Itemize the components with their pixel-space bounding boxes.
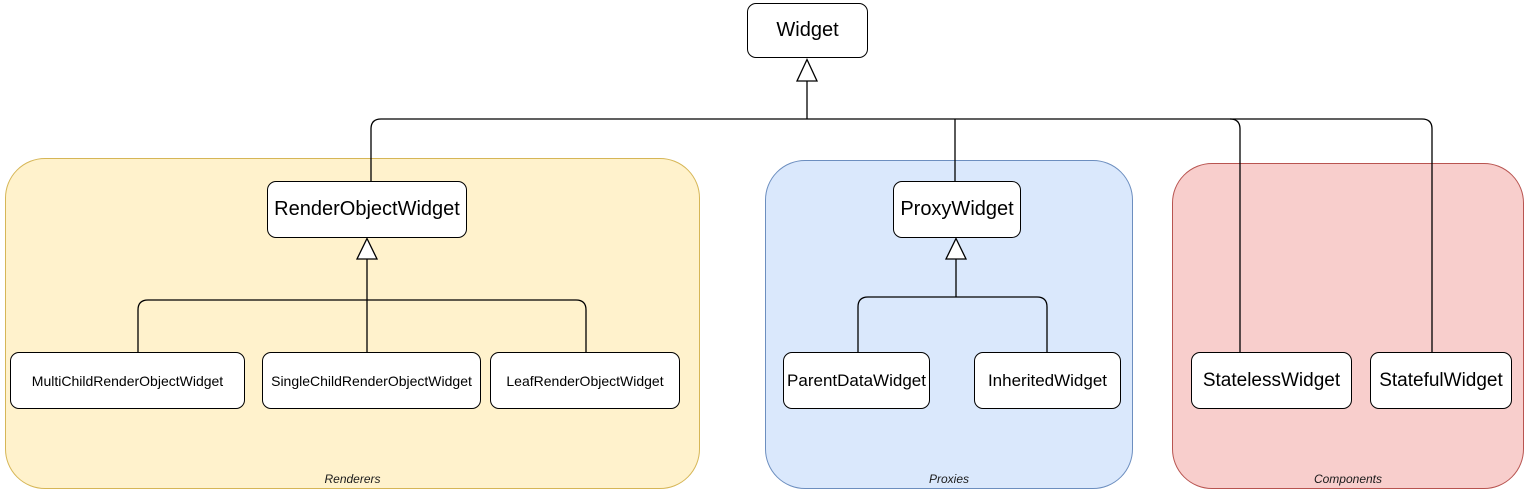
group-label-components: Components [1313,472,1383,486]
group-label-proxies: Proxies [928,472,969,486]
edge-proxies-bracket [857,296,1048,352]
inheritance-arrow-renderobjectwidget-icon [355,237,379,260]
node-leafrenderobjectwidget: LeafRenderObjectWidget [490,352,680,409]
node-singlechildrenderobjectwidget: SingleChildRenderObjectWidget [262,352,481,409]
node-proxywidget: ProxyWidget [893,181,1021,238]
inheritance-arrow-proxywidget-icon [944,237,968,260]
node-statefulwidget: StatefulWidget [1370,352,1512,409]
group-label-renderers: Renderers [324,472,381,486]
group-components [1172,163,1524,489]
node-widget: Widget [747,3,868,58]
edge-statelesswidget-stem [1229,118,1241,352]
node-multichildrenderobjectwidget: MultiChildRenderObjectWidget [10,352,245,409]
inheritance-arrow-widget-icon [795,57,819,82]
node-inheritedwidget: InheritedWidget [974,352,1121,409]
node-parentdatawidget: ParentDataWidget [783,352,930,409]
node-statelesswidget: StatelessWidget [1191,352,1352,409]
edge-trunk [370,118,1433,352]
edge-renderers-bracket [137,299,587,352]
node-renderobjectwidget: RenderObjectWidget [267,181,467,238]
